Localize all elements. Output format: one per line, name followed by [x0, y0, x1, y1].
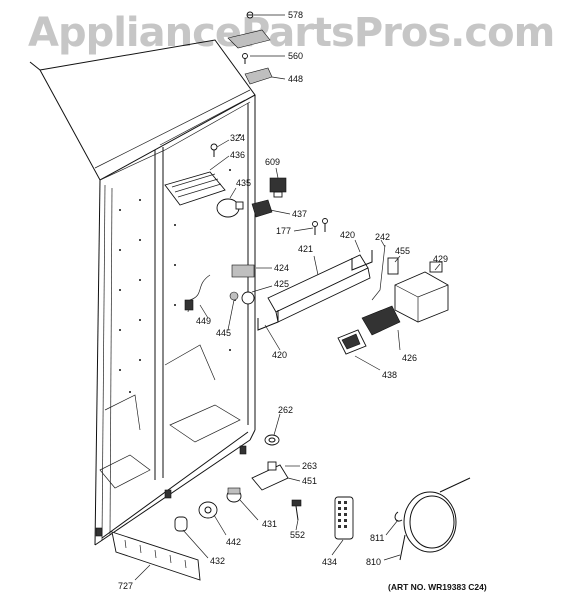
label-263: 263 — [302, 461, 317, 471]
label-429: 429 — [433, 254, 448, 264]
label-432: 432 — [210, 556, 225, 566]
light-bulb-435-icon — [216, 198, 244, 218]
screw-552-icon — [291, 499, 302, 521]
grille-727-icon — [111, 531, 201, 581]
refrigerator-cabinet — [29, 39, 256, 546]
label-552: 552 — [290, 530, 305, 540]
clip-811-icon — [394, 511, 403, 522]
label-810: 810 — [366, 557, 381, 567]
screw-324-icon — [210, 143, 218, 157]
art-number-caption: (ART NO. WR19383 C24) — [388, 582, 487, 592]
wire-242-icon — [371, 244, 386, 301]
label-425: 425 — [274, 279, 289, 289]
label-727: 727 — [118, 581, 133, 591]
label-451: 451 — [302, 476, 317, 486]
screws-177-icon — [312, 218, 328, 235]
switch-609-icon — [269, 177, 287, 198]
label-420-top: 420 — [340, 230, 355, 240]
label-421: 421 — [298, 244, 313, 254]
knob-445-icon — [229, 291, 239, 301]
label-448: 448 — [288, 74, 303, 84]
light-shield-436-icon — [164, 171, 226, 206]
bracket-420-bottom-icon — [257, 310, 279, 331]
label-609: 609 — [265, 157, 280, 167]
tubing-coil-810-icon — [399, 477, 471, 561]
watermark-text: AppliancePartsPros.com — [28, 10, 555, 56]
label-811: 811 — [370, 533, 384, 543]
label-424: 424 — [274, 263, 289, 273]
sensor-455-icon — [387, 257, 399, 275]
nut-262-icon — [264, 434, 280, 446]
label-442: 442 — [226, 537, 241, 547]
label-420-bottom: 420 — [272, 350, 287, 360]
thermostat-424-icon — [184, 264, 255, 313]
screw-578-icon — [246, 11, 254, 19]
hinge-plate-icon — [227, 29, 271, 49]
label-437: 437 — [292, 209, 307, 219]
label-435: 435 — [236, 178, 251, 188]
part-number-labels: 578 560 448 324 436 609 435 437 177 421 … — [118, 10, 448, 591]
screw-560-icon — [242, 53, 248, 64]
dial-438-icon — [337, 329, 367, 355]
label-445: 445 — [216, 328, 231, 338]
socket-437-icon — [251, 199, 273, 218]
label-434: 434 — [322, 557, 337, 567]
bracket-451-icon — [251, 461, 289, 491]
label-242: 242 — [375, 232, 390, 242]
label-578: 578 — [288, 10, 303, 20]
label-449: 449 — [196, 316, 211, 326]
disc-442-icon — [198, 501, 218, 519]
control-housing-421-icon — [267, 254, 371, 323]
filter-434-icon — [334, 496, 354, 540]
label-177: 177 — [276, 226, 291, 236]
label-438: 438 — [382, 370, 397, 380]
leader-lines — [134, 14, 441, 581]
label-436: 436 — [230, 150, 245, 160]
label-262: 262 — [278, 405, 293, 415]
label-455: 455 — [395, 246, 410, 256]
label-431: 431 — [262, 519, 277, 529]
label-560: 560 — [288, 51, 303, 61]
label-324: 324 — [230, 133, 245, 143]
knob-425-icon — [241, 291, 255, 305]
label-426: 426 — [402, 353, 417, 363]
cap-431-icon — [226, 487, 242, 503]
module-426-icon — [361, 305, 401, 336]
bracket-420-top-icon — [351, 250, 373, 271]
hinge-448-icon — [244, 67, 273, 85]
control-box-429-icon — [394, 261, 449, 323]
tube-432-icon — [174, 516, 188, 532]
